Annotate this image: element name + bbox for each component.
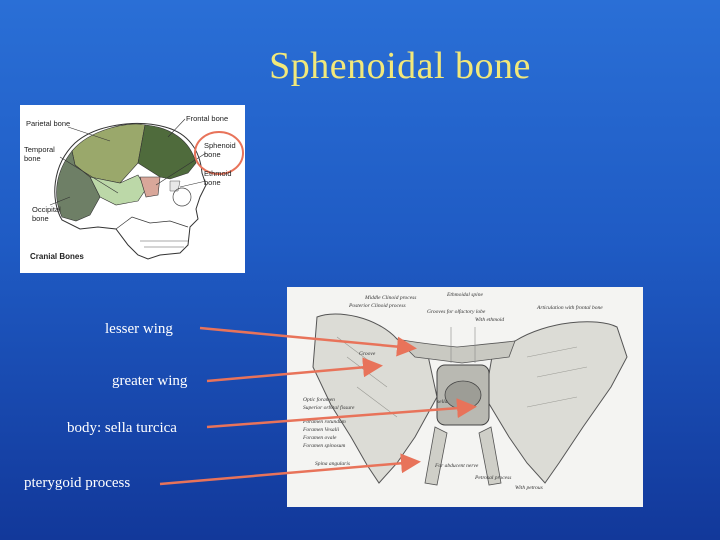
label-occipital: Occipital bone <box>32 205 61 223</box>
bone-label-middle-clinoid: Middle Clinoid process <box>365 295 417 301</box>
bone-label-articulation: Articulation with frontal bone <box>537 305 603 311</box>
bone-label-petrosal-process: Petrosal process <box>475 475 512 481</box>
bone-label-foramen-spinosum: Foramen spinosum <box>303 443 346 449</box>
bone-label-with-ethmoid: With ethmoid <box>475 317 505 323</box>
label-sphenoid: Sphenoid bone <box>204 141 236 159</box>
annotation-pterygoid-process: pterygoid process <box>24 475 131 491</box>
bone-label-with-petrous: With petrous <box>515 485 543 491</box>
skull-drawing <box>49 118 244 260</box>
sphenoid-highlight-circle <box>194 131 244 175</box>
bone-label-posterior-clinoid: Posterior Clinoid process <box>349 303 406 309</box>
bone-label-for-abducent: For abducent nerve <box>435 463 479 469</box>
skull-diagram: Parietal bone Frontal bone Temporal bone… <box>20 105 245 273</box>
temporal-region <box>89 174 147 206</box>
bone-label-optic-foramen: Optic foramen <box>303 397 335 403</box>
label-frontal: Frontal bone <box>186 114 229 123</box>
bone-label-foramen-rotundum: Foramen rotundum <box>303 419 346 425</box>
annotation-greater-wing: greater wing <box>112 373 188 389</box>
occipital-region <box>56 150 101 222</box>
label-ethmoid: Ethmoid bone <box>204 169 232 187</box>
annotation-body-sella-turcica: body: sella turcica <box>67 420 177 436</box>
sphenoid-engraving: Middle Clinoid process Ethmoidal spine P… <box>287 287 643 507</box>
bone-label-foramen-ovale: Foramen ovale <box>303 435 337 441</box>
skull-caption: Cranial Bones <box>30 252 84 261</box>
bone-label-groove: Groove <box>359 351 376 357</box>
sphenoid-region <box>139 176 161 198</box>
label-temporal: Temporal bone <box>24 145 55 163</box>
bone-label-grooves: Grooves for olfactory lobe <box>427 309 486 315</box>
bone-label-spina-angularis: Spina angularis <box>315 461 350 467</box>
bone-label-superior-orbital: Superior orbital fissure <box>303 405 355 411</box>
sphenoid-drawing <box>312 313 628 486</box>
bone-label-sella: sella <box>437 399 448 405</box>
bone-label-ethmoidal-spine: Ethmoidal spine <box>447 292 483 298</box>
slide-title: Sphenoidal bone <box>269 45 531 87</box>
annotation-lesser-wing: lesser wing <box>105 321 173 337</box>
label-parietal: Parietal bone <box>26 119 71 128</box>
bone-label-foramen-vesalii: Foramen Vesalii <box>303 427 340 433</box>
